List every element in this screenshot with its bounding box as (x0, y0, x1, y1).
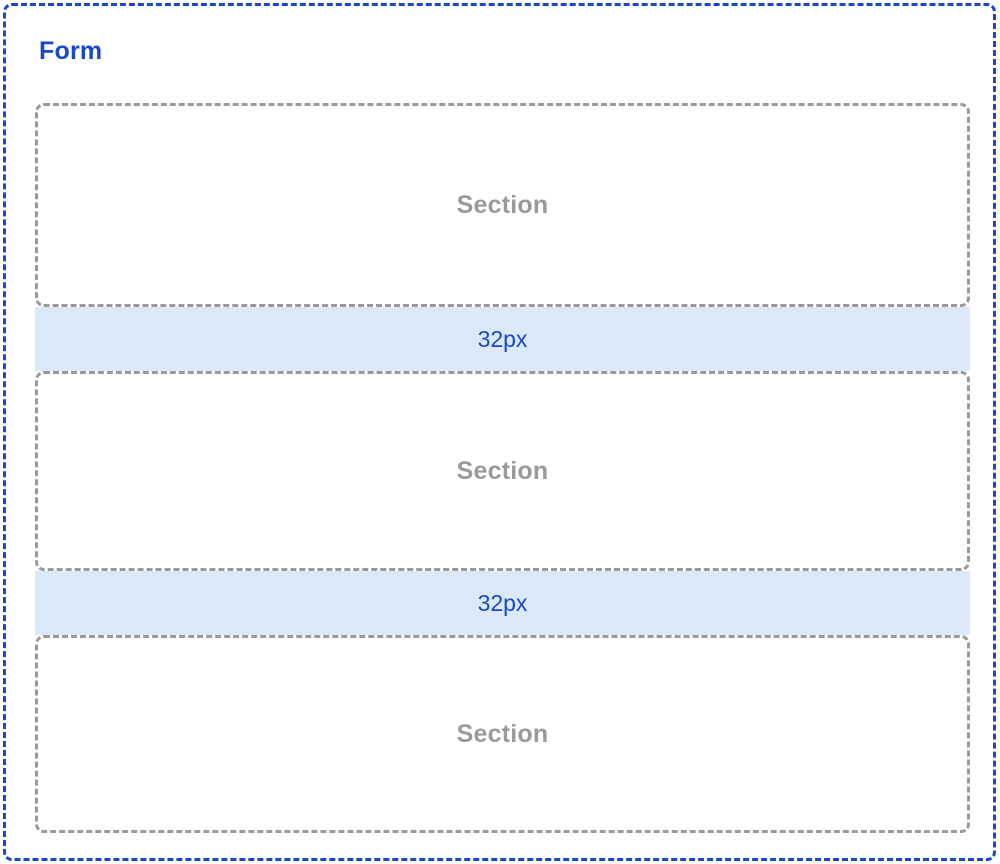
form-sections-stack: Section 32px Section 32px Section (35, 103, 970, 833)
spacer-band-1: 32px (35, 307, 970, 371)
spacer-label-2: 32px (477, 589, 528, 616)
section-box-3: Section (35, 635, 970, 833)
section-box-1: Section (35, 103, 970, 307)
spacer-label-1: 32px (477, 325, 528, 352)
section-label-2: Section (456, 456, 549, 485)
spacer-band-2: 32px (35, 571, 970, 635)
section-box-2: Section (35, 371, 970, 571)
section-label-1: Section (456, 190, 549, 219)
section-label-3: Section (456, 719, 549, 748)
form-container: Form Section 32px Section 32px Section (3, 3, 996, 861)
form-title: Form (39, 37, 103, 65)
